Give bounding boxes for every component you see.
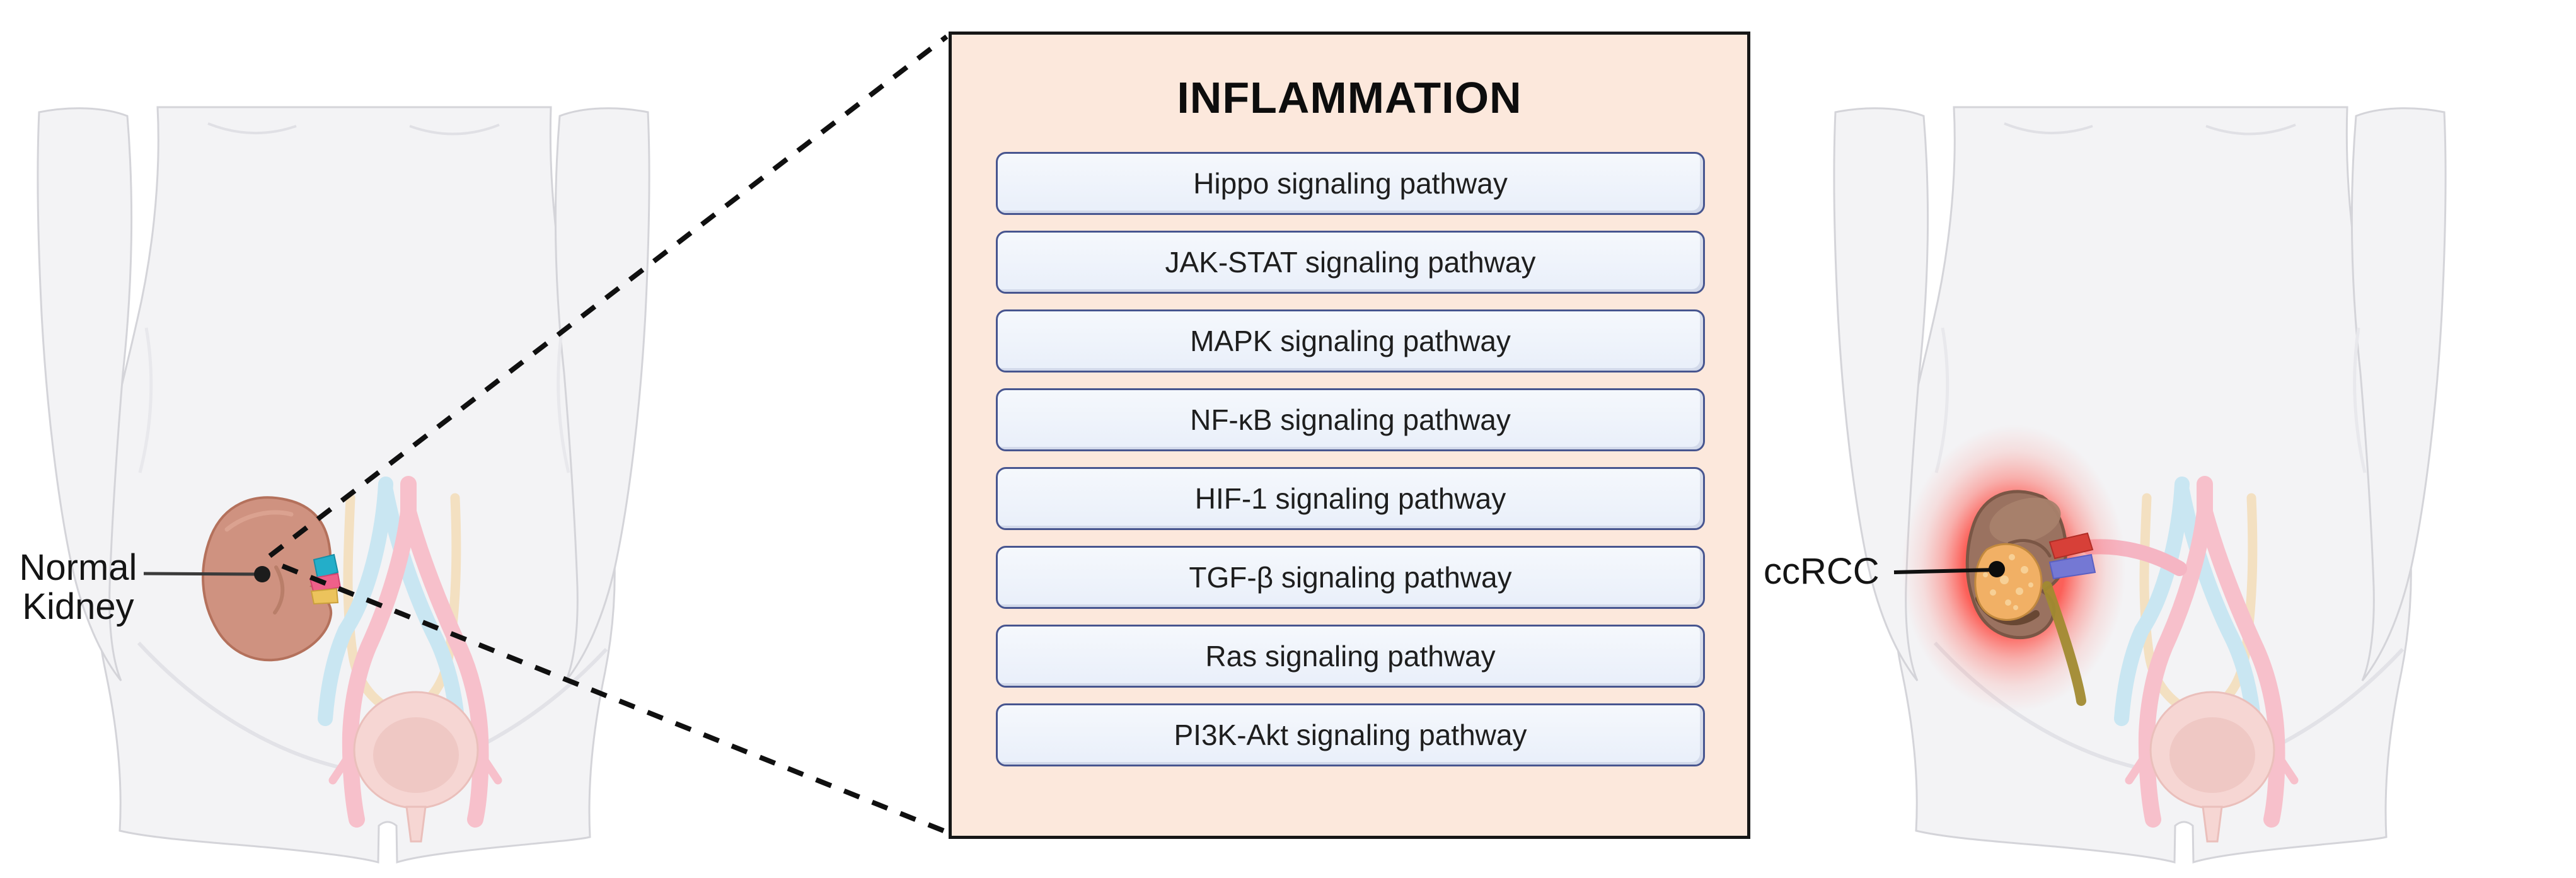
- pathway-box-ras: Ras signaling pathway: [996, 625, 1705, 688]
- pathway-box-jak-stat: JAK-STAT signaling pathway: [996, 231, 1705, 294]
- ccrcc-ureter: [2042, 581, 2086, 706]
- pathway-box-nf-kb: NF-κB signaling pathway: [996, 388, 1705, 451]
- leader-dot: [254, 566, 270, 582]
- normal-kidney-leader-line: [143, 566, 270, 582]
- dashed-callout-line-top: [268, 34, 949, 558]
- pathway-box-mapk: MAPK signaling pathway: [996, 309, 1705, 373]
- ccrcc-leader-line: [1893, 561, 2005, 577]
- pathway-box-tgf-b: TGF-β signaling pathway: [996, 546, 1705, 609]
- normal-kidney-label: Normal Kidney: [0, 548, 156, 627]
- panel-title: INFLAMMATION: [1177, 73, 1522, 122]
- renal-ureter-yellow: [310, 587, 339, 605]
- renal-vein-teal: [313, 553, 339, 580]
- ccrcc-label: ccRCC: [1764, 551, 1880, 592]
- pathway-list: Hippo signaling pathway JAK-STAT signali…: [996, 152, 1705, 766]
- pathway-box-pi3k-akt: PI3K-Akt signaling pathway: [996, 703, 1705, 766]
- pathway-box-hippo: Hippo signaling pathway: [996, 152, 1705, 215]
- ccrcc-renal-artery: [2048, 532, 2094, 560]
- left-body-silhouette: [38, 107, 649, 862]
- leader-dot: [1989, 561, 2005, 577]
- normal-kidney-label-line2: Kidney: [22, 586, 134, 627]
- pathway-box-hif-1: HIF-1 signaling pathway: [996, 467, 1705, 530]
- ccrcc-renal-vein: [2048, 553, 2096, 580]
- inflammation-panel: INFLAMMATION Hippo signaling pathway JAK…: [949, 32, 1750, 839]
- ccrcc-kidney-illustration: [1902, 425, 2187, 712]
- normal-kidney-label-line1: Normal: [19, 547, 137, 588]
- ccrcc-tumor: [1974, 543, 2043, 625]
